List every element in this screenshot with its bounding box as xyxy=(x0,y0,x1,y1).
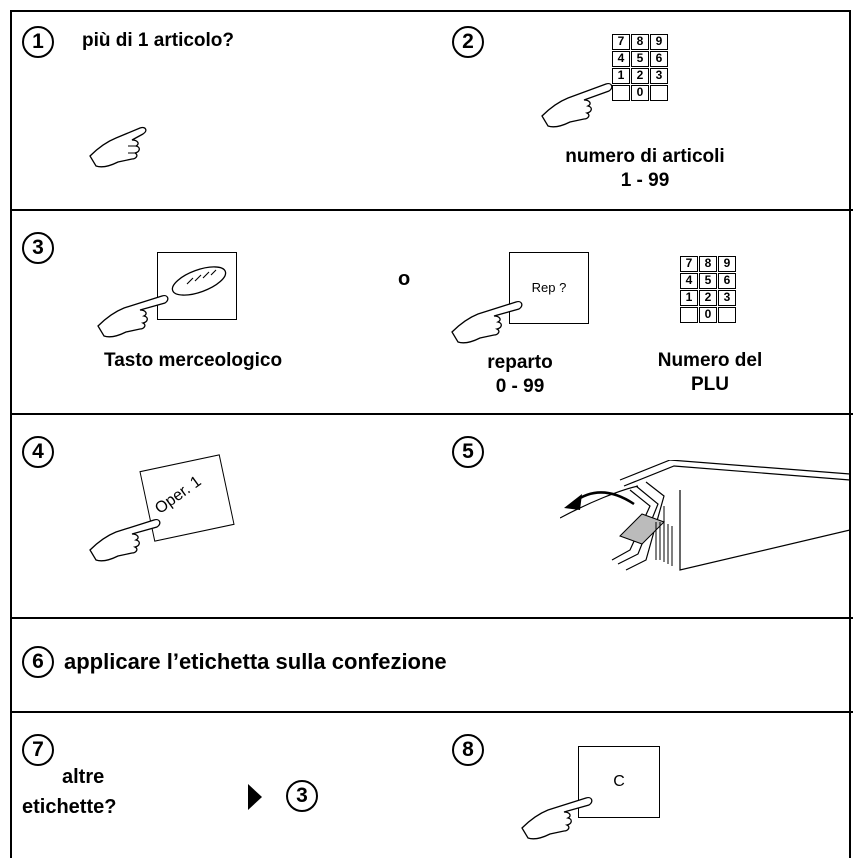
arrow-right-icon xyxy=(248,784,262,810)
or-label: o xyxy=(398,268,411,290)
step-number-6: 6 xyxy=(22,646,54,678)
hand-pointer-icon xyxy=(89,126,147,168)
reparto-caption-line1: reparto xyxy=(487,352,553,373)
keypad-icon: 7 8 9 4 5 6 1 2 3 0 xyxy=(610,32,670,102)
hand-pointer-icon xyxy=(89,518,161,562)
step-6-text: applicare l’etichetta sulla confezione xyxy=(64,649,447,674)
instruction-frame xyxy=(10,10,851,858)
step-number-7: 7 xyxy=(22,734,54,766)
divider xyxy=(10,617,853,619)
divider xyxy=(10,209,853,211)
merchandise-key[interactable] xyxy=(157,252,237,320)
hand-pointer-icon xyxy=(97,294,169,338)
plu-caption-line2: PLU xyxy=(691,374,729,395)
step-7-line1: altre xyxy=(62,766,105,788)
step-number-3: 3 xyxy=(22,232,54,264)
divider xyxy=(10,413,853,415)
step-2-caption-line1: numero di articoli xyxy=(565,146,725,167)
step-number-8: 8 xyxy=(452,734,484,766)
divider xyxy=(10,711,853,713)
reparto-key[interactable]: Rep ? xyxy=(509,252,589,324)
goto-step-3: 3 xyxy=(286,780,318,812)
clear-key[interactable]: C xyxy=(578,746,660,818)
hand-pointer-icon xyxy=(451,300,523,344)
step-7-line2: etichette? xyxy=(22,796,117,818)
step-3-tasto-caption: Tasto merceologico xyxy=(104,350,283,371)
hand-pointer-icon xyxy=(521,796,593,840)
operator-key-label: Oper. 1 xyxy=(152,472,205,518)
step-1-text: più di 1 articolo? xyxy=(82,30,235,51)
step-2-caption-line2: 1 - 99 xyxy=(620,170,670,191)
step-number-5: 5 xyxy=(452,436,484,468)
step-number-1: 1 xyxy=(22,26,54,58)
keypad-icon: 7 8 9 4 5 6 1 2 3 0 xyxy=(678,254,738,324)
step-number-4: 4 xyxy=(22,436,54,468)
hand-pointer-icon xyxy=(541,82,613,128)
plu-caption-line1: Numero del xyxy=(657,350,763,371)
label-printer-icon xyxy=(560,460,850,571)
step-number-2: 2 xyxy=(452,26,484,58)
reparto-caption-line2: 0 - 99 xyxy=(495,376,545,397)
bread-icon xyxy=(171,266,227,296)
